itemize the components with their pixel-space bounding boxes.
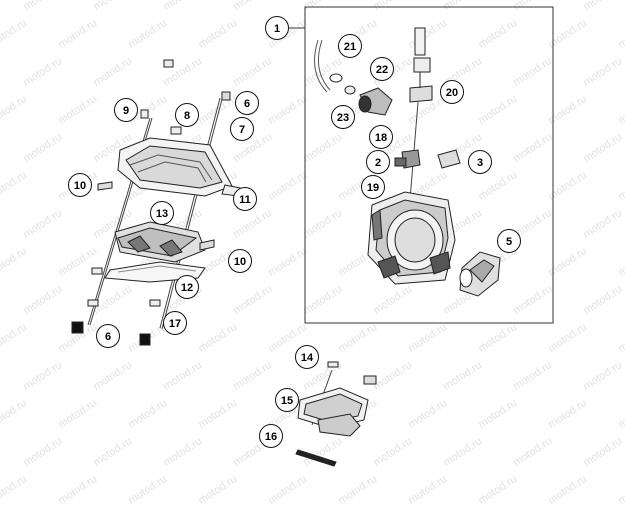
callout-circle: [233, 187, 257, 211]
callout-number: 21: [344, 41, 356, 53]
watermark-text: motod.ru: [196, 473, 239, 507]
callout-circle: [163, 311, 187, 335]
callout-circle: [338, 34, 362, 58]
left-part-group: [71, 59, 241, 346]
callout-circle: [468, 150, 492, 174]
callout-number: 22: [376, 64, 388, 76]
callout-number: 7: [239, 124, 245, 136]
assembly-frame: [304, 6, 554, 324]
watermark-text: motod.ru: [0, 473, 29, 507]
callout-c6b: 6: [96, 324, 120, 348]
callout-number: 12: [181, 282, 193, 294]
watermark-text: motod.ru: [336, 473, 379, 507]
callout-c15: 15: [275, 388, 299, 412]
callout-c10b: 10: [228, 249, 252, 273]
watermark-text: motod.ru: [266, 473, 309, 507]
callout-circle: [114, 98, 138, 122]
callout-number: 10: [74, 180, 86, 192]
callout-number: 9: [123, 105, 129, 117]
callout-number: 19: [367, 182, 379, 194]
callout-circle: [175, 103, 199, 127]
callout-c13: 13: [150, 201, 174, 225]
callout-circle: [228, 249, 252, 273]
callout-circle: [68, 173, 92, 197]
callout-number: 11: [239, 194, 251, 206]
callout-circle: [369, 125, 393, 149]
callout-circle: [275, 388, 299, 412]
callout-number: 16: [265, 431, 277, 443]
callout-c19: 19: [361, 175, 385, 199]
callout-circle: [150, 201, 174, 225]
callout-c8: 8: [175, 103, 199, 127]
bottom-part-group: [295, 361, 377, 467]
callout-circle: [361, 175, 385, 199]
callout-number: 14: [301, 352, 314, 364]
callout-c18: 18: [369, 125, 393, 149]
watermark-text: motod.ru: [56, 473, 99, 507]
callout-circle: [230, 117, 254, 141]
watermark-text: motod.ru: [616, 473, 625, 507]
callout-c10a: 10: [68, 173, 92, 197]
watermark-text: motod.ru: [406, 473, 449, 507]
callout-circle: [366, 150, 390, 174]
right-part-group: [314, 27, 501, 297]
callout-c17: 17: [163, 311, 187, 335]
callout-c2: 2: [366, 150, 390, 174]
callout-number: 1: [274, 23, 280, 35]
callout-c21: 21: [338, 34, 362, 58]
callout-number: 18: [375, 132, 387, 144]
watermark-text: motod.ru: [126, 473, 169, 507]
callout-c12: 12: [175, 275, 199, 299]
callout-circle: [370, 57, 394, 81]
callout-circle: [175, 275, 199, 299]
callout-circle: [331, 105, 355, 129]
callout-c9: 9: [114, 98, 138, 122]
callout-circle: [259, 424, 283, 448]
callout-c5: 5: [497, 229, 521, 253]
callout-number: 5: [506, 236, 512, 248]
callout-number: 10: [234, 256, 246, 268]
callout-number: 23: [337, 112, 349, 124]
callout-number: 8: [184, 110, 190, 122]
callout-number: 13: [156, 208, 168, 220]
callout-number: 6: [244, 98, 250, 110]
callout-c1: 1: [265, 16, 305, 40]
callout-c6a: 6: [235, 91, 259, 115]
callout-circle: [295, 345, 319, 369]
callout-c22: 22: [370, 57, 394, 81]
callout-number: 20: [446, 87, 458, 99]
watermark-text: motod.ru: [476, 473, 519, 507]
callout-circle: [497, 229, 521, 253]
callout-c23: 23: [331, 105, 355, 129]
watermark-text: motod.ru: [546, 473, 589, 507]
callout-number: 2: [375, 157, 381, 169]
callout-circle: [235, 91, 259, 115]
callout-number: 15: [281, 395, 293, 407]
callout-c14: 14: [295, 345, 319, 369]
callout-c7: 7: [230, 117, 254, 141]
callout-circle: [96, 324, 120, 348]
callout-c16: 16: [259, 424, 283, 448]
callout-c11: 11: [233, 187, 257, 211]
callout-number: 3: [477, 157, 483, 169]
callout-number: 6: [105, 331, 111, 343]
callout-c20: 20: [440, 80, 464, 104]
callout-circle: [265, 16, 289, 40]
callout-circle: [440, 80, 464, 104]
callout-c3: 3: [468, 150, 492, 174]
callout-number: 17: [169, 318, 181, 330]
